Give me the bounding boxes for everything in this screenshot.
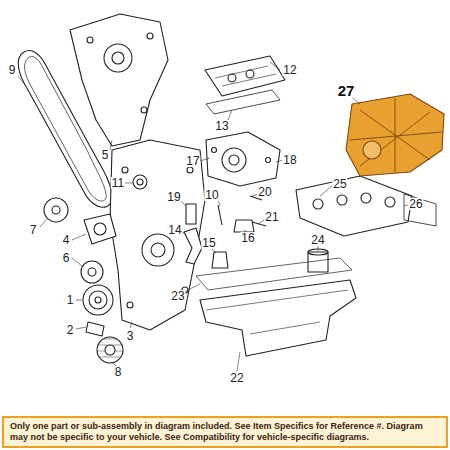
lower-intake-manifold — [296, 176, 412, 236]
sensor — [186, 204, 196, 224]
oil-pickup — [212, 252, 228, 268]
callout-number: 22 — [229, 372, 244, 384]
callout-number: 11 — [111, 177, 125, 189]
filter-cap — [234, 220, 254, 232]
callout-number: 23 — [170, 290, 185, 302]
upper-intake-manifold — [346, 94, 444, 176]
bolt — [86, 322, 104, 336]
callout-number: 1 — [66, 294, 75, 306]
callout-number: 8 — [114, 366, 123, 378]
callout-number: 18 — [282, 154, 297, 166]
pulley — [81, 261, 103, 283]
upper-timing-cover — [70, 14, 168, 146]
callout-number: 15 — [201, 237, 216, 249]
callout-number: 16 — [240, 232, 255, 244]
callout-number: 13 — [214, 120, 229, 132]
crank-pulley — [83, 285, 113, 315]
callout-number: 3 — [126, 330, 135, 342]
callout-number: 10 — [204, 189, 219, 201]
valve-cover — [205, 56, 285, 96]
callout-number: 14 — [167, 224, 182, 236]
stud — [218, 205, 222, 225]
notice-box: Only one part or sub-assembly in diagram… — [2, 416, 448, 449]
valve-cover-gasket — [206, 90, 280, 114]
belt-tensioner — [84, 214, 116, 244]
callout-number: 5 — [101, 149, 110, 161]
callout-number: 17 — [185, 155, 200, 167]
callout-number: 2 — [66, 324, 75, 336]
oil-pump — [206, 132, 280, 186]
seal — [133, 175, 147, 189]
callout-number: 24 — [310, 234, 325, 246]
manifold-gasket — [404, 194, 436, 226]
callout-number: 19 — [166, 191, 181, 203]
dipstick-tube — [184, 228, 202, 264]
crank-sprocket — [97, 337, 123, 363]
oil-pan — [200, 280, 356, 356]
callout-number: 25 — [332, 178, 347, 190]
callout-number: 9 — [8, 64, 17, 76]
lower-timing-cover — [110, 140, 205, 330]
callout-number: 4 — [62, 234, 71, 246]
callout-number: 7 — [29, 224, 38, 236]
callout-number: 12 — [282, 64, 297, 76]
notice-text: Only one part or sub-assembly in diagram… — [10, 421, 440, 444]
callout-number: 6 — [62, 252, 71, 264]
callout-number: 20 — [257, 186, 272, 198]
callout-number: 26 — [408, 198, 423, 210]
callout-number: 27 — [337, 83, 356, 98]
callout-number: 21 — [264, 211, 279, 223]
